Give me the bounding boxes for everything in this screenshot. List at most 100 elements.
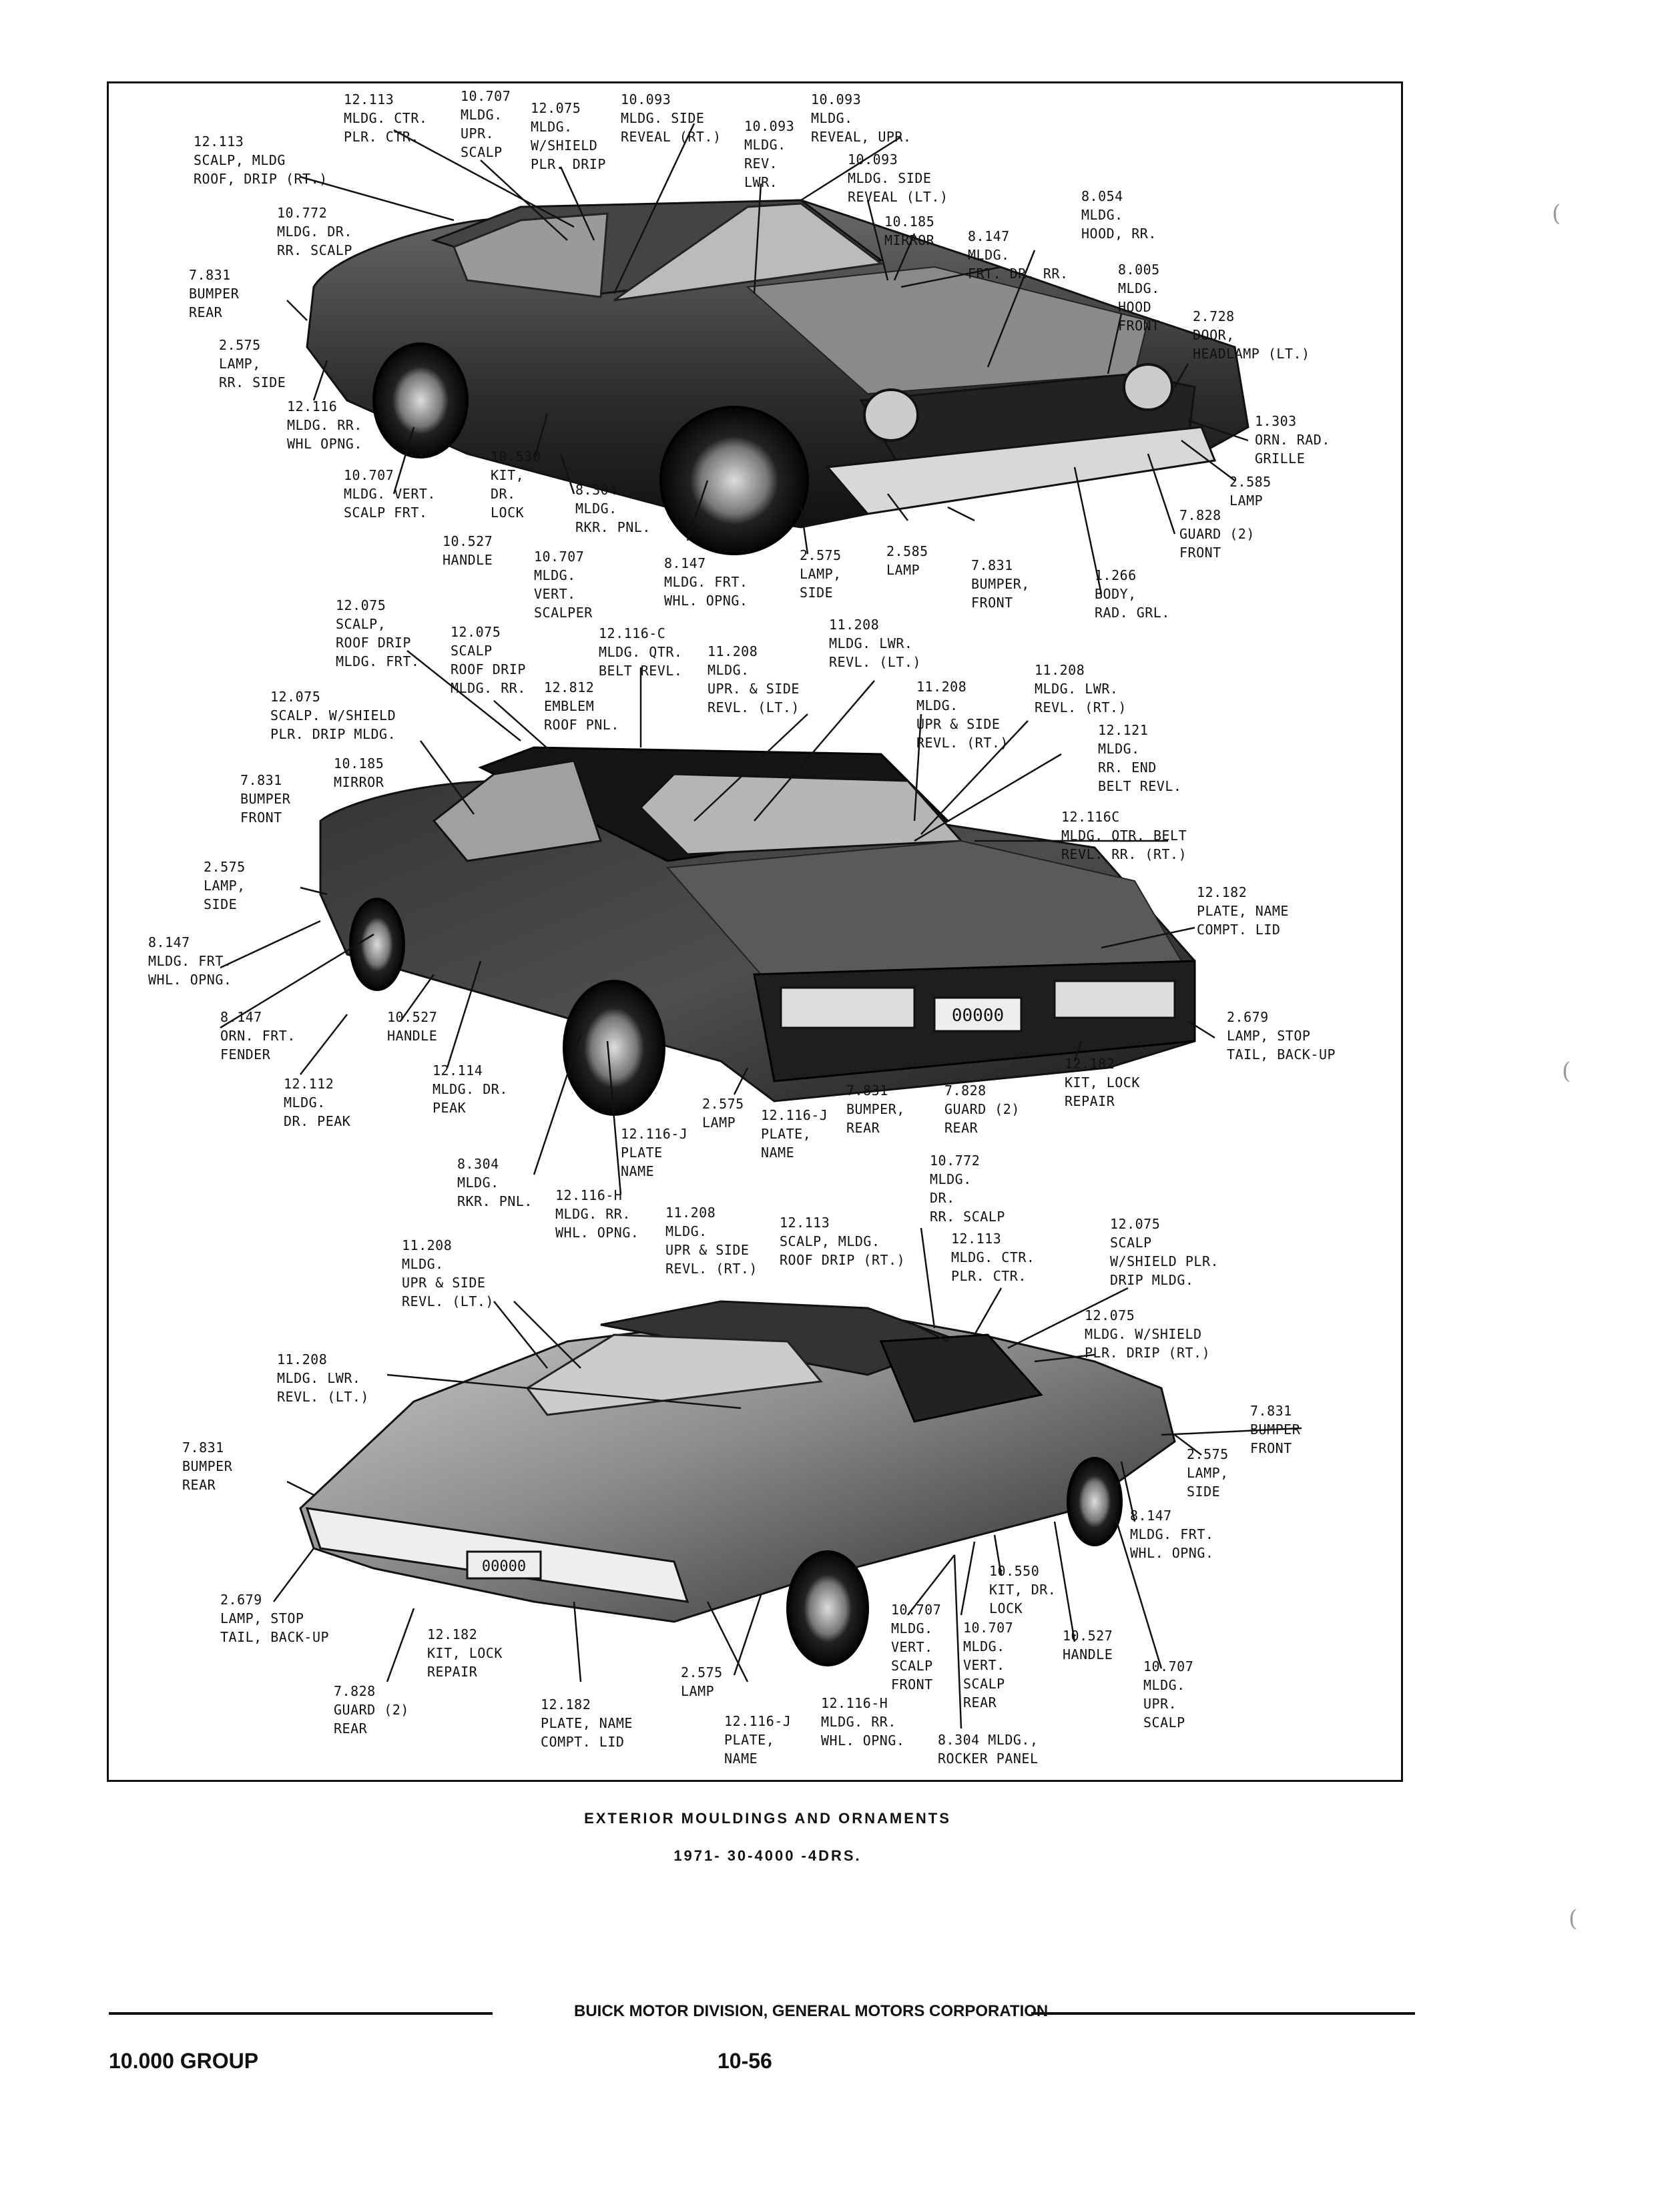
car1-hood [746, 266, 1149, 395]
car1-rear-wheel [372, 342, 469, 458]
callout-label: 2.575 LAMP, SIDE [1187, 1446, 1229, 1500]
callout-label: 7.831 BUMPER REAR [182, 1440, 233, 1493]
callout-label: 7.831 BUMPER, FRONT [971, 557, 1030, 611]
callout-label: 10.707 MLDG. VERT. SCALP REAR [963, 1620, 1014, 1710]
callout-label: 12.075 SCALP ROOF DRIP MLDG. RR. [451, 624, 526, 696]
callout-label: 10.550 KIT, DR. LOCK [989, 1563, 1057, 1616]
car1-front-bumper [826, 426, 1217, 515]
illustration-frame [107, 81, 1403, 1782]
car1-headlamp-left [863, 388, 919, 442]
callout-label: 12.075 SCALP, ROOF DRIP MLDG. FRT. [336, 597, 420, 669]
callout-label: 7.831 BUMPER FRONT [240, 772, 291, 826]
callout-label: 12.114 MLDG. DR. PEAK [433, 1062, 508, 1116]
callout-label: 10.527 HANDLE [1063, 1628, 1113, 1662]
callout-label: 8.304 MLDG. RKR. PNL. [575, 482, 651, 535]
callout-label: 2.575 LAMP, SIDE [204, 859, 246, 912]
car2-rear-wheel [563, 980, 665, 1116]
callout-label: 8.054 MLDG. HOOD, RR. [1081, 188, 1157, 242]
callout-label: 12.113 SCALP, MLDG. ROOF DRIP (RT.) [780, 1215, 906, 1268]
callout-label: 2.575 LAMP, RR. SIDE [219, 337, 286, 390]
callout-label: 1.266 BODY, RAD. GRL. [1095, 567, 1170, 621]
footer-group: 10.000 GROUP [109, 2049, 259, 2073]
footer-publisher: BUICK MOTOR DIVISION, GENERAL MOTORS COR… [574, 2002, 1049, 2020]
callout-label: 8.304 MLDG. RKR. PNL. [457, 1156, 533, 1209]
callout-label: 8.147 MLDG. FRT. DR. RR. [968, 228, 1069, 282]
callout-label: 10.185 MIRROR [334, 755, 384, 790]
callout-label: 12.116-H MLDG. RR. WHL. OPNG. [821, 1695, 905, 1749]
callout-label: 11.208 MLDG. UPR & SIDE REVL. (RT.) [665, 1205, 758, 1277]
car2-plate-text: 00000 [952, 1006, 1004, 1026]
callout-label: 10.707 MLDG. UPR. SCALP [461, 88, 511, 160]
car3-side-windows [879, 1333, 1043, 1423]
leader-lines [220, 123, 1302, 1729]
scan-mark: ( [1562, 1058, 1571, 1084]
callout-label: 12.113 SCALP, MLDG ROOF, DRIP (RT.) [194, 133, 328, 187]
car3-front-wheel [1067, 1457, 1123, 1546]
callout-label: 7.831 BUMPER, REAR [846, 1082, 905, 1136]
callout-label: 8.304 MLDG., ROCKER PANEL [938, 1732, 1039, 1767]
callout-label: 2.679 LAMP, STOP TAIL, BACK-UP [1227, 1009, 1336, 1062]
car-rear-view: 00000 [319, 746, 1196, 1116]
car3-plate-text: 00000 [482, 1558, 526, 1575]
callout-label: 7.828 GUARD (2) FRONT [1179, 507, 1255, 561]
car1-side-windows [453, 212, 609, 298]
scan-mark: ( [1552, 200, 1561, 227]
callout-label: 12.182 KIT, LOCK REPAIR [1065, 1056, 1140, 1109]
callout-label: 12.116-J PLATE, NAME [761, 1107, 828, 1161]
callout-label: 11.208 MLDG. UPR & SIDE REVL. (LT.) [402, 1237, 494, 1309]
callout-label: 12.116-J PLATE, NAME [724, 1713, 792, 1767]
callout-label: 12.812 EMBLEM ROOF PNL. [544, 679, 619, 733]
callout-label: 12.112 MLDG. DR. PEAK [284, 1076, 351, 1129]
callout-label: 10.772 MLDG. DR. RR. SCALP [930, 1153, 1005, 1225]
callout-label: 12.075 MLDG. W/SHIELD PLR. DRIP (RT.) [1085, 1307, 1211, 1361]
callout-label: 12.116 MLDG. RR. WHL OPNG. [287, 398, 362, 452]
callout-label: 11.208 MLDG. LWR. REVL. (RT.) [1035, 662, 1127, 715]
callout-label: 2.585 LAMP [886, 543, 928, 578]
callout-label: 2.575 LAMP, SIDE [800, 547, 842, 601]
callout-label: 8.147 ORN. FRT. FENDER [220, 1009, 296, 1062]
callout-label: 10.707 MLDG. VERT. SCALP FRT. [344, 467, 436, 521]
footer-rule-left [109, 2012, 493, 2015]
callout-label: 8.147 MLDG. FRT. WHL. OPNG. [664, 555, 748, 609]
callout-label: 12.113 MLDG. CTR. PLR. CTR. [951, 1231, 1035, 1284]
callout-label: 2.679 LAMP, STOP TAIL, BACK-UP [220, 1592, 330, 1645]
callout-label: 10.185 MIRROR [884, 214, 935, 248]
callout-label: 8.005 MLDG. HOOD FRONT [1118, 262, 1160, 334]
callout-label: 12.116-C MLDG. QTR. BELT REVL. [599, 625, 683, 679]
footer-rule-right [1031, 2012, 1415, 2015]
callout-label: 12.116-H MLDG. RR. WHL. OPNG. [555, 1187, 639, 1241]
callout-label: 12.182 PLATE, NAME COMPT. LID [541, 1696, 633, 1750]
callout-label: 11.208 MLDG. UPR. & SIDE REVL. (LT.) [708, 643, 800, 715]
car2-tail-lamp-right [1053, 980, 1176, 1019]
scan-mark: ( [1569, 1905, 1578, 1932]
callout-label: 10.093 MLDG. REV. LWR. [744, 118, 795, 190]
callout-label: 11.208 MLDG. LWR. REVL. (LT.) [829, 617, 921, 670]
callout-label: 12.116C MLDG. QTR. BELT REVL. RR. (RT.) [1061, 809, 1187, 862]
callout-label: 7.828 GUARD (2) REAR [334, 1683, 409, 1737]
callout-label: 2.585 LAMP [1229, 474, 1272, 509]
callout-label: 11.208 MLDG. LWR. REVL. (LT.) [277, 1351, 369, 1405]
figure-subtitle: 1971- 30-4000 -4DRS. [673, 1847, 862, 1864]
callout-label: 12.075 MLDG. W/SHIELD PLR. DRIP [531, 100, 606, 172]
car2-trunk [665, 840, 1183, 976]
car1-front-wheel [659, 406, 809, 555]
callout-label: 10.772 MLDG. DR. RR. SCALP [277, 205, 352, 258]
callout-label: 12.116-J PLATE NAME [621, 1126, 688, 1179]
car2-side-windows [432, 759, 602, 862]
car2-license-plate [933, 996, 1023, 1032]
callout-label: 10.527 HANDLE [443, 533, 493, 568]
callout-label: 12.182 PLATE, NAME COMPT. LID [1197, 884, 1289, 938]
car1-headlamp-right [1123, 363, 1173, 411]
callout-label: 8.147 MLDG. FRT. WHL. OPNG. [1130, 1508, 1214, 1561]
car3-license-plate [466, 1550, 542, 1580]
callout-label: 2.575 LAMP [681, 1664, 723, 1699]
page-number: 10-56 [718, 2049, 772, 2073]
car2-front-wheel [349, 898, 405, 991]
callout-label: 10.707 MLDG. VERT. SCALPER [534, 549, 593, 621]
car3-rear-wheel [786, 1550, 869, 1666]
callout-label: 10.093 MLDG. REVEAL, UPR. [811, 91, 912, 145]
callout-label: 7.828 GUARD (2) REAR [944, 1082, 1020, 1136]
car-front-view [306, 199, 1249, 555]
callout-label: 12.121 MLDG. RR. END BELT REVL. [1098, 722, 1182, 794]
